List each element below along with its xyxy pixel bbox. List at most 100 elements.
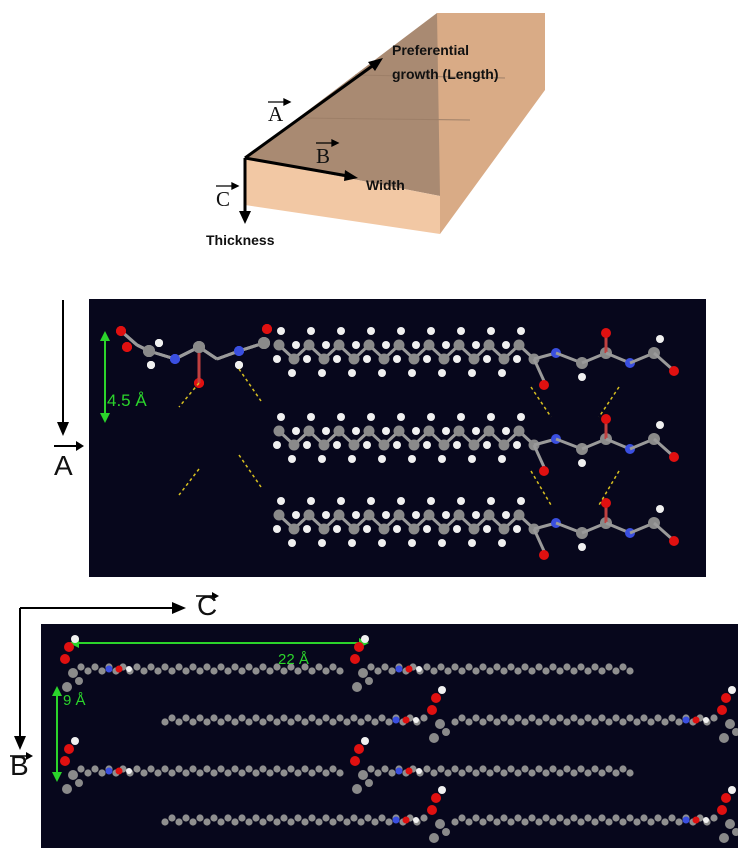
atom xyxy=(472,814,480,822)
atom xyxy=(294,667,302,675)
atom xyxy=(507,718,515,726)
atom xyxy=(203,663,211,671)
atom xyxy=(457,413,465,421)
atom xyxy=(431,793,441,803)
atom xyxy=(385,718,393,726)
atom xyxy=(318,539,326,547)
atom xyxy=(287,663,295,671)
atom xyxy=(266,714,274,722)
atom xyxy=(337,497,345,505)
atom xyxy=(717,705,727,715)
atom xyxy=(675,818,683,826)
atom xyxy=(329,818,337,826)
atom xyxy=(140,667,148,675)
panel1-axis-arrow xyxy=(54,300,84,451)
atom xyxy=(451,718,459,726)
spacing-arrow-head xyxy=(52,686,62,696)
atom xyxy=(442,427,450,435)
atom xyxy=(577,663,585,671)
bond xyxy=(653,521,673,541)
atom xyxy=(728,686,736,694)
atom xyxy=(98,667,106,675)
atom xyxy=(570,714,578,722)
atom xyxy=(438,523,450,535)
atom xyxy=(451,818,459,826)
atom xyxy=(307,327,315,335)
atom xyxy=(692,716,700,724)
atom xyxy=(210,714,218,722)
atom xyxy=(358,770,368,780)
atom xyxy=(483,441,491,449)
atom xyxy=(287,718,295,726)
atom xyxy=(732,728,738,736)
atom xyxy=(189,718,197,726)
atom xyxy=(468,455,476,463)
atom xyxy=(333,355,341,363)
atom xyxy=(259,818,267,826)
atom xyxy=(217,818,225,826)
atom xyxy=(91,663,99,671)
atom xyxy=(308,714,316,722)
atom xyxy=(238,769,246,777)
atom xyxy=(498,455,506,463)
atom xyxy=(224,814,232,822)
atom xyxy=(479,663,487,671)
atom xyxy=(367,765,375,773)
panel2-axes xyxy=(10,592,219,760)
atom xyxy=(336,714,344,722)
atom xyxy=(301,718,309,726)
atom xyxy=(252,814,260,822)
atom xyxy=(175,765,183,773)
atom xyxy=(336,769,344,777)
atom xyxy=(77,765,85,773)
atom xyxy=(626,714,634,722)
atom xyxy=(438,539,446,547)
atom xyxy=(393,339,405,351)
atom xyxy=(493,818,501,826)
growth-label-line1: Preferential xyxy=(392,42,470,58)
atom xyxy=(577,765,585,773)
atom xyxy=(493,718,501,726)
atom xyxy=(307,413,315,421)
atom xyxy=(288,369,296,377)
atom xyxy=(479,818,487,826)
atom xyxy=(161,765,169,773)
atom xyxy=(203,818,211,826)
atom xyxy=(408,369,416,377)
atom xyxy=(238,714,246,722)
atom xyxy=(453,441,461,449)
atom xyxy=(143,345,155,357)
atom xyxy=(273,525,281,533)
atom xyxy=(392,716,400,724)
crystal-front-face xyxy=(245,158,440,234)
bond xyxy=(653,351,673,371)
atom xyxy=(598,667,606,675)
growth-label: Preferential growth (Length) xyxy=(392,38,499,86)
atom xyxy=(322,714,330,722)
atom xyxy=(147,663,155,671)
atom xyxy=(669,536,679,546)
atom xyxy=(287,818,295,826)
atom xyxy=(348,539,356,547)
atom xyxy=(333,441,341,449)
atom xyxy=(333,425,345,437)
atom xyxy=(234,346,244,356)
atom xyxy=(318,439,330,451)
atom xyxy=(429,733,439,743)
atom xyxy=(591,663,599,671)
atom xyxy=(423,765,431,773)
atom xyxy=(189,818,197,826)
atom xyxy=(500,714,508,722)
molecular-structure-b xyxy=(52,635,738,843)
atom xyxy=(654,714,662,722)
atom xyxy=(84,667,92,675)
atom xyxy=(105,665,113,673)
atom xyxy=(277,413,285,421)
atom xyxy=(438,369,446,377)
atom xyxy=(133,765,141,773)
atom xyxy=(280,814,288,822)
atom xyxy=(367,663,375,671)
bond xyxy=(532,528,546,552)
atom xyxy=(703,717,709,723)
atom xyxy=(175,663,183,671)
